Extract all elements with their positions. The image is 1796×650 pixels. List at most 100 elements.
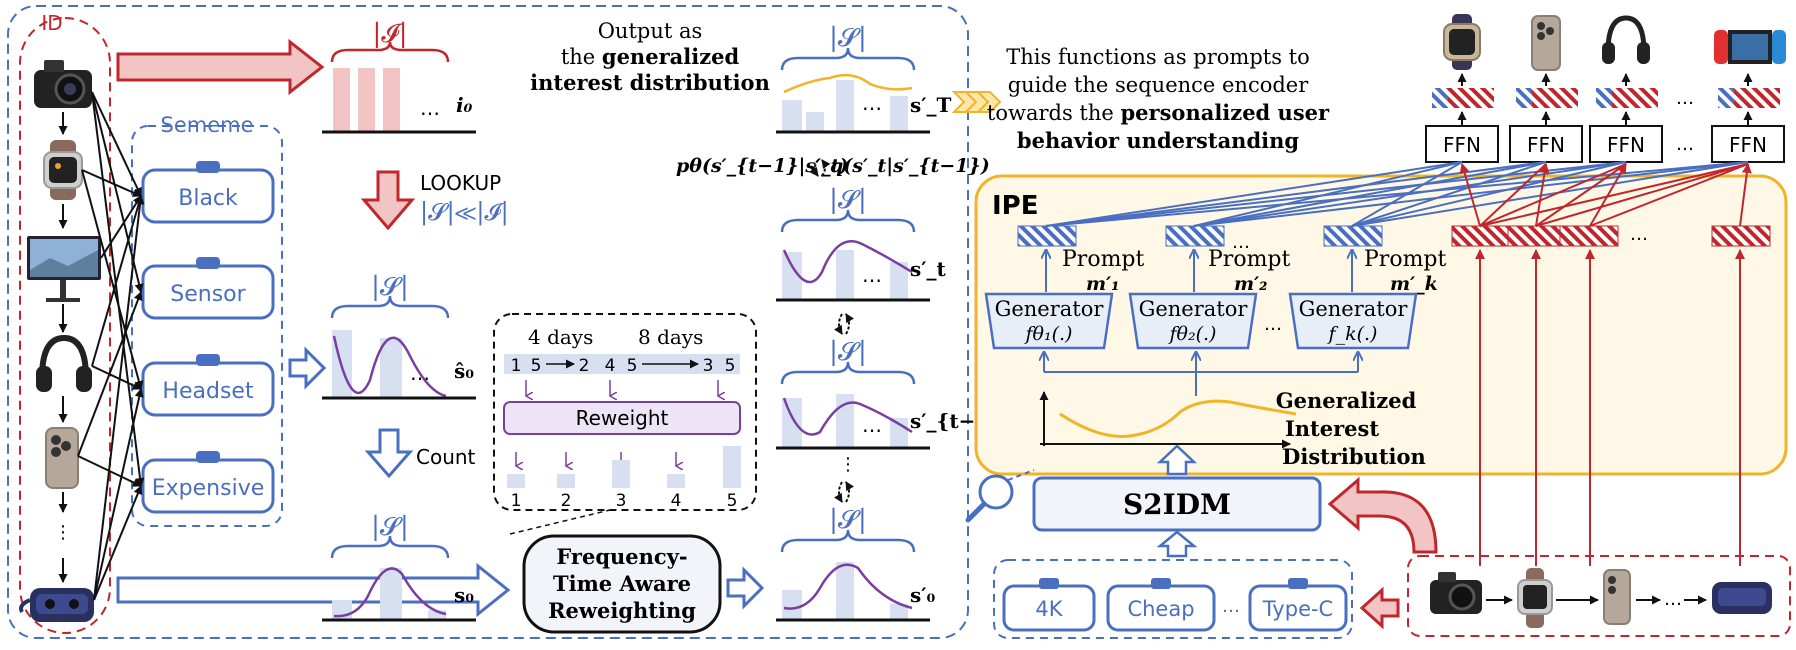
- ffn-3-label: FFN: [1607, 133, 1645, 157]
- attribute-group: [993, 559, 1353, 639]
- s2idm-label: S2IDM: [1123, 488, 1231, 521]
- s0p-label: s′₀: [910, 583, 936, 607]
- generator-k-fn: f_k(.): [1327, 323, 1378, 345]
- sememe-to-s0hat-arrow: [288, 346, 327, 390]
- prompt-ellipsis: …: [1232, 232, 1250, 253]
- prompt-block-2: [1165, 225, 1225, 247]
- vr-headset-icon: [19, 588, 94, 622]
- generator-1: Generator fθ₁(.): [984, 292, 1114, 350]
- output-line1: Output as: [598, 19, 703, 43]
- output-line3: interest distribution: [530, 70, 770, 95]
- prompt-label-k: Prompt: [1364, 247, 1447, 272]
- seq-to-attrs-arrow: [1359, 586, 1400, 630]
- generator-k: Generator f_k(.): [1288, 292, 1418, 350]
- token-to-ffn-lines: [1459, 163, 1752, 227]
- seq-camera-icon: [1430, 572, 1482, 614]
- sequence-row: 1 5 2 4 5 3 5: [504, 354, 740, 376]
- ftar-line3: Reweighting: [548, 598, 696, 623]
- item-token-1: [1451, 225, 1511, 247]
- count-bar-5: [723, 446, 741, 488]
- pred-console-icon: [1714, 30, 1786, 64]
- s2idm-box: [1032, 476, 1322, 532]
- sememe-headset-label: Headset: [162, 379, 254, 404]
- item-token-2: [1507, 225, 1567, 247]
- seq-1: 5: [531, 356, 542, 376]
- count-bars: [507, 446, 741, 488]
- generator-1-fn: fθ₁(.): [1024, 323, 1073, 345]
- gap-4days: 4 days: [528, 325, 593, 349]
- prompt-line2: guide the sequence encoder: [1008, 73, 1310, 97]
- generator-2-fn: fθ₂(.): [1168, 323, 1217, 345]
- seq-3: 4: [605, 356, 616, 376]
- prompt-line1: This functions as prompts to: [1006, 45, 1310, 69]
- s0-histogram: |𝓢| s₀: [322, 512, 476, 622]
- main-frame: [7, 5, 969, 639]
- ftar-to-s0p-arrow: [726, 566, 765, 610]
- id-vdots: ⋮: [54, 522, 72, 543]
- prompt-line3: towards the personalized user: [987, 100, 1330, 125]
- prompt-line4: behavior understanding: [1017, 128, 1299, 153]
- cat-1: 1: [511, 491, 522, 511]
- ffn-1-label: FFN: [1443, 133, 1481, 157]
- seq-vr-icon: [1712, 582, 1772, 614]
- sememe-sensor: Sensor: [141, 257, 275, 320]
- prompt-block-k: [1323, 225, 1383, 247]
- output-tokens: [1432, 88, 1780, 108]
- generator-ellipsis: …: [1264, 314, 1282, 335]
- generator-2: Generator fθ₂(.): [1128, 292, 1258, 350]
- seq-to-token-lines: [1475, 249, 1745, 566]
- gid-mini-chart: [1039, 391, 1297, 449]
- count-bar-2: [557, 474, 575, 488]
- dist-to-gen-arrows: [1044, 352, 1358, 396]
- seq-6: 5: [725, 356, 736, 376]
- id-to-i0-arrow: [116, 38, 325, 96]
- pred-watch-icon: [1443, 14, 1481, 70]
- q-label: q(s′_t|s′_{t−1}): [830, 155, 990, 177]
- generator-1-label: Generator: [995, 297, 1105, 321]
- ftar-line1: Frequency-: [556, 544, 687, 569]
- item-token-3: [1559, 225, 1619, 247]
- count-bar-1: [507, 474, 525, 488]
- s0hat-label: ŝ₀: [454, 359, 474, 383]
- cat-5: 5: [727, 491, 738, 511]
- cat-2: 2: [561, 491, 572, 511]
- generator-2-label: Generator: [1139, 297, 1249, 321]
- pred-phone-icon: [1531, 15, 1561, 71]
- sT-label: s′_T: [910, 93, 952, 117]
- ftar-box: [522, 534, 722, 634]
- count-label: Count: [416, 445, 476, 469]
- ffn-3: FFN: [1589, 125, 1663, 163]
- seq-to-reweight-arrows: [526, 380, 718, 396]
- seq-ellipsis: …: [1664, 589, 1682, 610]
- sememe-headset: Headset: [141, 354, 275, 417]
- token-ellipsis: …: [1630, 224, 1648, 245]
- sememe-expensive: Expensive: [141, 451, 275, 514]
- ffn-2: FFN: [1509, 125, 1583, 163]
- item-sememe-links: [77, 91, 145, 601]
- attr-typec-label: Type-C: [1262, 597, 1333, 621]
- camera-icon: [34, 60, 92, 108]
- sememe-group: [131, 125, 283, 527]
- count-bar-3: [612, 460, 630, 488]
- reweight-label: Reweight: [576, 406, 669, 430]
- seq-phone-icon: [1603, 569, 1631, 625]
- i0-ellipsis: …: [420, 96, 440, 120]
- s0p-histogram: |𝓢| s′₀: [776, 505, 936, 622]
- sT-histogram: |𝓢| … s′_T: [776, 23, 952, 134]
- attr-cheap-label: Cheap: [1127, 597, 1194, 621]
- count-arrow: [364, 428, 414, 479]
- attr-4k-label: 4K: [1035, 597, 1063, 621]
- s0hat-histogram: |𝓢| … ŝ₀: [322, 272, 476, 400]
- count-bar-4: [667, 474, 685, 488]
- headphones-icon: [36, 334, 92, 392]
- ffn-n: FFN: [1711, 125, 1785, 163]
- s0hat-ellipsis: …: [410, 361, 430, 385]
- reweight-bar: [503, 401, 741, 435]
- st1-ellipsis: …: [862, 413, 882, 437]
- i0-histogram: |𝓘| … i₀: [322, 19, 476, 134]
- prompt-label-1: Prompt: [1062, 247, 1145, 272]
- sememe-expensive-label: Expensive: [152, 476, 265, 501]
- st-label: s′_t: [910, 257, 947, 281]
- output-chevron: [951, 91, 1002, 113]
